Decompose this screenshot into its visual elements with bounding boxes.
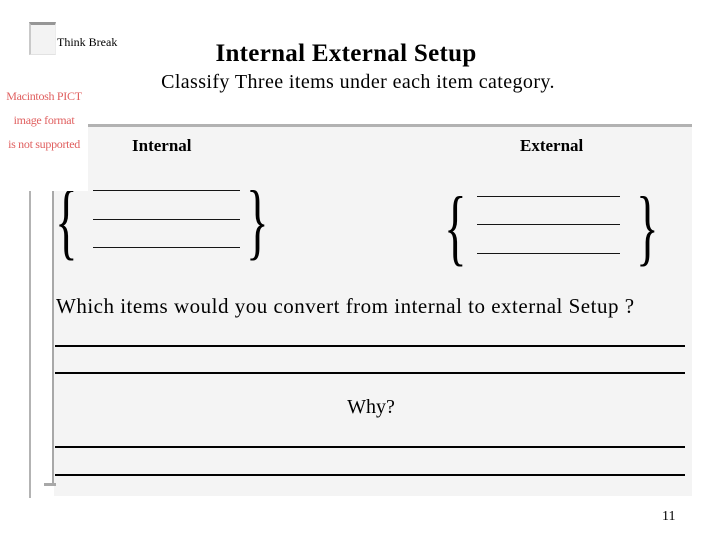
external-column-header: External — [520, 136, 584, 155]
question-text: Which items would you convert from inter… — [56, 294, 635, 318]
external-blank-line-2 — [477, 224, 620, 225]
corner-square-decoration — [29, 22, 56, 55]
internal-open-brace: { — [54, 174, 78, 268]
frame-left-line-foot — [44, 483, 56, 486]
page-number: 11 — [662, 509, 676, 524]
question-answer-line-2 — [55, 372, 685, 374]
external-blank-line-1 — [477, 196, 620, 197]
external-close-brace: } — [635, 180, 659, 274]
internal-close-brace: } — [245, 174, 269, 268]
internal-blank-line-3 — [93, 247, 240, 248]
think-break-label: Think Break — [57, 35, 118, 49]
why-label: Why? — [347, 396, 395, 418]
pict-placeholder-line-3: is not supported — [8, 137, 80, 151]
content-panel — [54, 124, 692, 496]
slide-subtitle: Classify Three items under each item cat… — [161, 71, 555, 93]
why-answer-line-1 — [55, 446, 685, 448]
slide-title: Internal External Setup — [215, 40, 477, 67]
external-open-brace: { — [443, 180, 467, 274]
why-answer-line-2 — [55, 474, 685, 476]
broken-image-placeholder: Macintosh PICT image format is not suppo… — [0, 78, 88, 191]
internal-column-header: Internal — [132, 136, 192, 155]
external-blank-line-3 — [477, 253, 620, 254]
pict-placeholder-line-2: image format — [13, 113, 75, 127]
internal-blank-line-1 — [93, 190, 240, 191]
pict-placeholder-line-1: Macintosh PICT — [6, 89, 82, 103]
frame-left-outer-line — [29, 191, 31, 498]
internal-blank-line-2 — [93, 219, 240, 220]
frame-left-inner-line — [52, 191, 54, 483]
question-answer-line-1 — [55, 345, 685, 347]
